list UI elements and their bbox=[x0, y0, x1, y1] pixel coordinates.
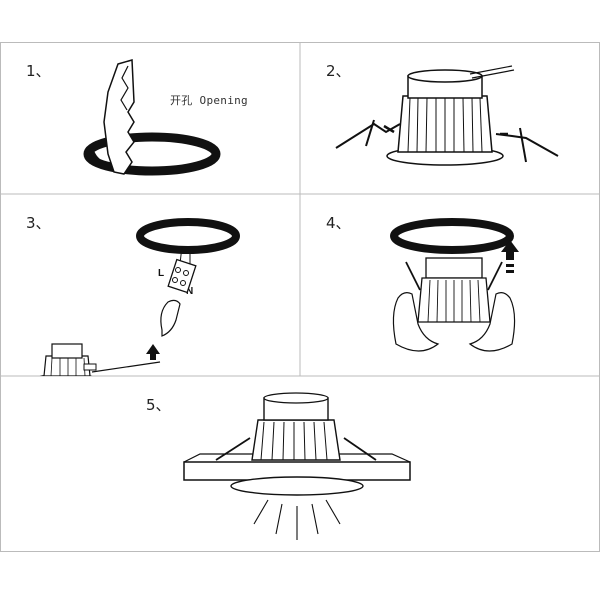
panel-step-4: 4、 bbox=[300, 194, 600, 376]
opening-caption: 开孔 Opening bbox=[170, 94, 248, 107]
up-arrow-icon bbox=[146, 344, 160, 360]
panel-step-1: 1、 开孔 Opening bbox=[0, 42, 300, 194]
wire-label-n: N bbox=[186, 286, 194, 297]
ceiling-hole-illustration bbox=[83, 59, 221, 176]
wiring-illustration bbox=[39, 218, 240, 376]
step-4-number: 4、 bbox=[326, 214, 351, 232]
installation-diagram: 1、 开孔 Opening 2、 bbox=[0, 42, 600, 552]
step-1-number: 1、 bbox=[26, 62, 51, 80]
hand-outline bbox=[160, 299, 181, 337]
downlight-spring-illustration bbox=[335, 65, 559, 166]
right-hand-outline bbox=[468, 292, 516, 352]
terminal-block bbox=[167, 258, 197, 294]
insert-illustration bbox=[390, 218, 519, 352]
panel-step-5: 5、 bbox=[0, 376, 600, 552]
panel-step-3: 3、 L N bbox=[0, 194, 300, 376]
right-spring-clip bbox=[495, 133, 559, 157]
panel-step-2: 2、 bbox=[300, 42, 600, 194]
left-spring-clip bbox=[335, 122, 401, 149]
wire-label-l: L bbox=[158, 268, 165, 279]
step-3-number: 3、 bbox=[26, 214, 51, 232]
light-rays bbox=[253, 499, 341, 540]
left-hand-outline bbox=[392, 292, 440, 352]
installed-illustration bbox=[183, 392, 411, 540]
step-2-number: 2、 bbox=[326, 62, 351, 80]
saw-blade-icon bbox=[103, 59, 135, 175]
upward-push-icon bbox=[501, 240, 519, 260]
ceiling-slab bbox=[183, 461, 411, 481]
step-5-number: 5、 bbox=[146, 396, 171, 414]
